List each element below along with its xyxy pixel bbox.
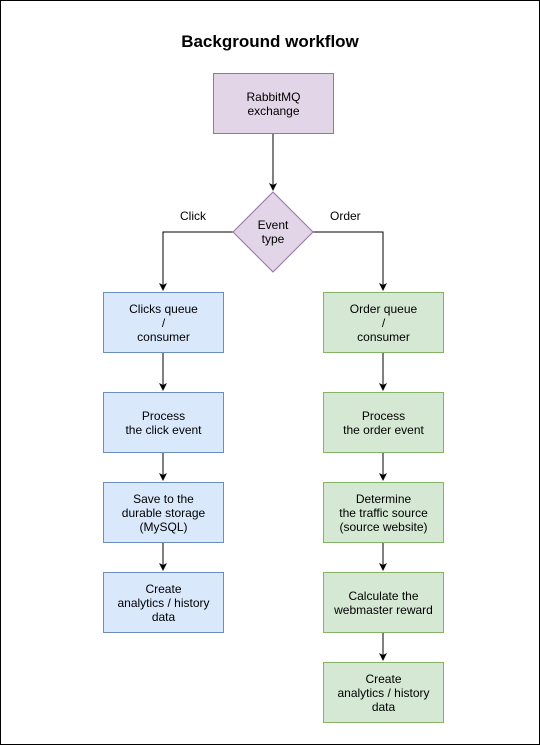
decision-label: Event type: [257, 218, 289, 246]
node-process-order: Process the order event: [323, 392, 444, 453]
node-process-click: Process the click event: [103, 392, 224, 453]
node-webmaster-reward: Calculate the webmaster reward: [323, 572, 444, 633]
node-rabbitmq-exchange: RabbitMQ exchange: [213, 73, 334, 134]
node-analytics-order: Create analytics / history data: [323, 662, 444, 723]
node-clicks-queue: Clicks queue / consumer: [103, 292, 224, 353]
edge-decision-to-clicks: [159, 231, 233, 291]
node-save-storage: Save to the durable storage (MySQL): [103, 482, 224, 543]
diagram-title: Background workflow: [181, 32, 359, 51]
edge-label-click: Click: [180, 209, 206, 223]
node-order-queue: Order queue / consumer: [323, 292, 444, 353]
node-traffic-source: Determine the traffic source (source web…: [323, 482, 444, 543]
decision-diamond: [232, 191, 314, 273]
edge-decision-to-order: [313, 231, 387, 291]
edge-label-order: Order: [330, 209, 361, 223]
node-analytics-click: Create analytics / history data: [103, 572, 224, 633]
